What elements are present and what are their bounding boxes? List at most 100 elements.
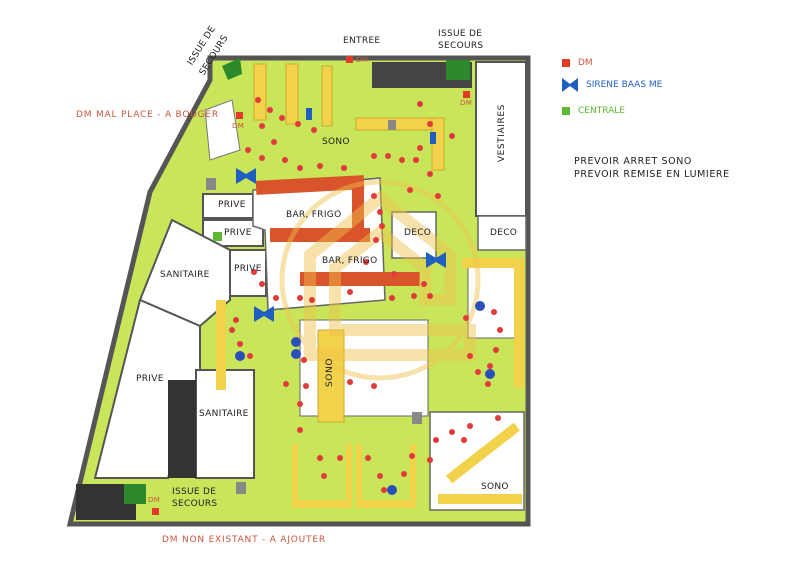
label-sono-middle: SONO — [325, 358, 335, 388]
detector-dot — [365, 455, 371, 461]
blue-dot — [291, 349, 301, 359]
bench-3 — [321, 65, 333, 127]
detector-dot — [337, 455, 343, 461]
bar-counter-1 — [255, 175, 365, 195]
label-prive-3: PRIVE — [234, 264, 262, 274]
detector-dot — [475, 369, 481, 375]
pillar-1 — [388, 120, 396, 130]
dm-marker-entree — [346, 56, 353, 63]
detector-dot — [467, 423, 473, 429]
label-issue-top-2: SECOURS — [438, 41, 484, 51]
bench-1 — [253, 63, 267, 121]
detector-dot — [267, 107, 273, 113]
bottom-right-bench — [438, 494, 522, 504]
pillar-2 — [206, 178, 216, 190]
watermark — [279, 179, 481, 381]
label-bar-frigo-2: BAR, FRIGO — [322, 256, 378, 266]
detector-dot — [297, 295, 303, 301]
label-sono-bottom: SONO — [481, 482, 509, 492]
detector-dot — [491, 309, 497, 315]
siren-icon-3 — [254, 306, 274, 322]
detector-dot — [297, 401, 303, 407]
detector-dot — [497, 327, 503, 333]
detector-dot — [279, 115, 285, 121]
detector-dot — [379, 223, 385, 229]
right-white-block — [467, 261, 521, 339]
detector-dot — [245, 147, 251, 153]
detector-dot — [373, 237, 379, 243]
label-dm-entree: DM — [356, 56, 369, 64]
detector-dot — [363, 259, 369, 265]
blue-bar-2 — [430, 132, 436, 144]
detector-dot — [427, 121, 433, 127]
sono-middle-table — [317, 329, 345, 423]
detector-dot — [317, 163, 323, 169]
detector-dot — [271, 139, 277, 145]
siren-icon-1 — [236, 168, 256, 184]
label-issue-bottom-1: ISSUE DE — [172, 487, 217, 497]
detector-dot — [247, 353, 253, 359]
booth-2 — [356, 444, 416, 508]
detector-dot — [341, 165, 347, 171]
detector-dot — [449, 429, 455, 435]
detector-dot — [309, 297, 315, 303]
detector-dot — [427, 457, 433, 463]
detector-dot — [487, 363, 493, 369]
detector-dot — [259, 281, 265, 287]
bar-counter-3 — [300, 272, 420, 286]
blue-dot — [235, 351, 245, 361]
sanitaire-room-1 — [138, 218, 231, 328]
pillar-4 — [236, 482, 246, 494]
label-issue-bottom-2: SECOURS — [172, 499, 218, 509]
detector-dot — [467, 353, 473, 359]
detector-dot — [301, 357, 307, 363]
notes: PREVOIR ARRET SONO PREVOIR REMISE EN LUM… — [574, 155, 730, 181]
detector-dot — [347, 289, 353, 295]
detector-dot — [427, 171, 433, 177]
legend-item-sirene: SIRENE BAAS ME — [562, 78, 662, 92]
label-prive-1: PRIVE — [218, 200, 246, 210]
siren-icon-2 — [426, 252, 446, 268]
detector-dot — [493, 347, 499, 353]
legend-centrale-swatch — [562, 107, 570, 115]
detector-dot — [259, 123, 265, 129]
detector-dot — [233, 317, 239, 323]
blue-dots — [235, 301, 495, 495]
label-sono-top: SONO — [322, 137, 350, 147]
centrale-marker — [213, 232, 222, 241]
dm-marker-secours-top — [463, 91, 470, 98]
label-entree: ENTREE — [343, 36, 381, 46]
dm-marker-mal-place — [236, 112, 243, 119]
detector-dot — [297, 427, 303, 433]
detector-dot — [413, 157, 419, 163]
legend-dm-swatch — [562, 59, 570, 67]
dark-corridor — [168, 380, 196, 478]
detector-dot — [371, 193, 377, 199]
blue-dot — [485, 369, 495, 379]
detector-dot — [317, 455, 323, 461]
detector-dot — [417, 145, 423, 151]
label-issue-top-1: ISSUE DE — [438, 29, 483, 39]
right-bench — [462, 258, 524, 268]
exit-mark-tl — [222, 58, 242, 80]
exit-mark-top — [446, 60, 470, 80]
detector-dot — [311, 127, 317, 133]
right-bench-v — [514, 258, 524, 388]
label-dm-secours-top: DM — [460, 99, 473, 107]
detector-dot — [229, 327, 235, 333]
detector-dot — [321, 473, 327, 479]
detector-dot — [389, 295, 395, 301]
label-sanitaire-1: SANITAIRE — [160, 270, 210, 280]
detector-dot — [251, 269, 257, 275]
bar-counter-2 — [270, 228, 370, 242]
detector-dot — [495, 415, 501, 421]
left-bench-v — [216, 300, 226, 390]
detector-dot — [371, 153, 377, 159]
annotation-dm-mal-place: DM MAL PLACE - A BOUGER — [76, 110, 219, 120]
label-dm-mal-place: DM — [232, 122, 245, 130]
detector-dot — [461, 437, 467, 443]
label-deco-1: DECO — [404, 228, 432, 238]
annotation-dm-non-existant: DM NON EXISTANT - A AJOUTER — [162, 535, 326, 545]
legend-sirene-label: SIRENE BAAS ME — [586, 80, 663, 90]
